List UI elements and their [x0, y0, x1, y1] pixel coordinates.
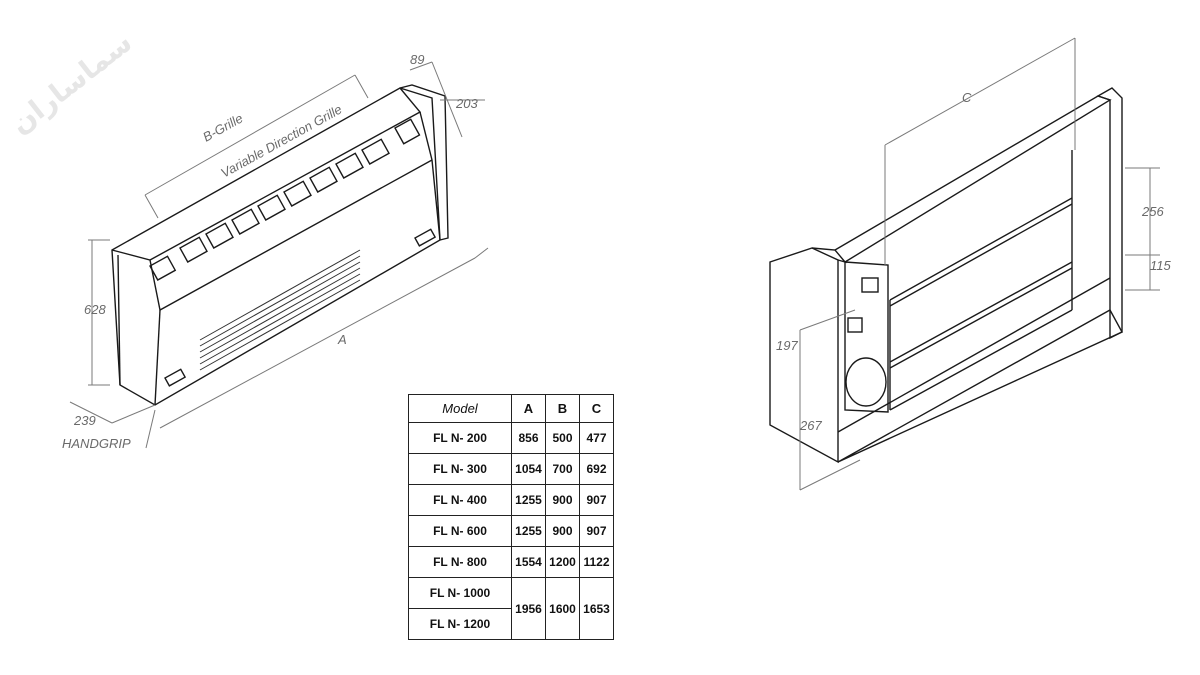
- cell-model: FL N- 600: [408, 515, 512, 547]
- table-row: FL N- 600 1255 900 907: [408, 515, 614, 547]
- table-row: FL N- 400 1255 900 907: [408, 484, 614, 516]
- pipe-connector-bottom: [847, 317, 863, 333]
- table-row: FL N- 1000 1956 1600 1653: [408, 577, 614, 640]
- dim-197: 197: [776, 338, 798, 353]
- label-b-grille: B-Grille: [200, 110, 245, 144]
- cell-c: 477: [579, 422, 614, 454]
- cell-c: 1653: [579, 577, 614, 640]
- handgrip-right: [414, 228, 437, 247]
- header-c: C: [579, 394, 614, 423]
- cell-model: FL N- 1200: [408, 608, 512, 640]
- dim-256: 256: [1141, 204, 1164, 219]
- cell-b: 900: [545, 484, 580, 516]
- table-row: FL N- 800 1554 1200 1122: [408, 546, 614, 578]
- label-handgrip: HANDGRIP: [62, 436, 131, 451]
- cell-c: 692: [579, 453, 614, 485]
- header-a: A: [511, 394, 546, 423]
- dim-89: 89: [410, 52, 424, 67]
- table-row: FL N- 300 1054 700 692: [408, 453, 614, 485]
- model-dimensions-table: Model A B C FL N- 200 856 500 477 FL N- …: [408, 394, 614, 640]
- dim-203: 203: [455, 96, 478, 111]
- cell-model: FL N- 1000: [408, 577, 512, 609]
- handgrip-left: [164, 368, 187, 387]
- cell-c: 907: [579, 484, 614, 516]
- dim-c: C: [962, 90, 972, 105]
- cell-model: FL N- 200: [408, 422, 512, 454]
- cell-b: 900: [545, 515, 580, 547]
- dim-115: 115: [1150, 258, 1171, 273]
- table-header-row: Model A B C: [408, 394, 614, 423]
- dim-a: A: [337, 332, 347, 347]
- vent-louvres: [199, 249, 361, 371]
- cell-model: FL N- 400: [408, 484, 512, 516]
- cell-b: 500: [545, 422, 580, 454]
- cell-a: 1956: [511, 577, 546, 640]
- table-row: FL N- 200 856 500 477: [408, 422, 614, 454]
- cell-a: 1255: [511, 484, 546, 516]
- cell-c: 1122: [579, 546, 614, 578]
- watermark: سماساران: [4, 26, 138, 141]
- cell-model: FL N- 300: [408, 453, 512, 485]
- table-row: FL N- 1200: [408, 608, 614, 640]
- dim-267: 267: [799, 418, 822, 433]
- cell-a: 856: [511, 422, 546, 454]
- cell-a: 1054: [511, 453, 546, 485]
- cell-b: 1600: [545, 577, 580, 640]
- header-b: B: [545, 394, 580, 423]
- pipe-connector-top: [861, 277, 879, 293]
- dim-628: 628: [84, 302, 106, 317]
- cell-c: 907: [579, 515, 614, 547]
- cell-b: 700: [545, 453, 580, 485]
- cell-a: 1255: [511, 515, 546, 547]
- grille-slots: [149, 118, 421, 281]
- cell-model: FL N- 800: [408, 546, 512, 578]
- back-unit-drawing: C 256 115 197 267: [769, 37, 1171, 491]
- cell-a: 1554: [511, 546, 546, 578]
- cell-b: 1200: [545, 546, 580, 578]
- duct-opening: [845, 357, 887, 407]
- header-model: Model: [408, 394, 512, 423]
- front-unit-drawing: B-Grille Variable Direction Grille 89 20…: [62, 52, 489, 451]
- dim-239: 239: [73, 413, 96, 428]
